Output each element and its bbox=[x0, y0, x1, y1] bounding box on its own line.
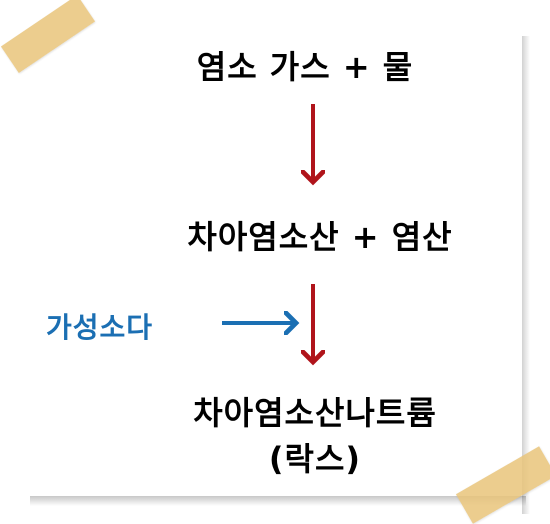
paper-shadow-bottom bbox=[30, 496, 526, 506]
step-sodium-hypochlorite: 차아염소산나트륨 bbox=[193, 394, 437, 432]
step-hypochlorous-hydrochloric: 차아염소산 + 염산 bbox=[187, 218, 453, 256]
reagent-caustic-soda: 가성소다 bbox=[46, 311, 154, 344]
paper-shadow-right bbox=[522, 36, 530, 514]
step-bleach-note: (락스) bbox=[268, 440, 362, 478]
paper-note bbox=[30, 28, 528, 498]
step-chlorine-water: 염소 가스 + 물 bbox=[196, 48, 414, 86]
